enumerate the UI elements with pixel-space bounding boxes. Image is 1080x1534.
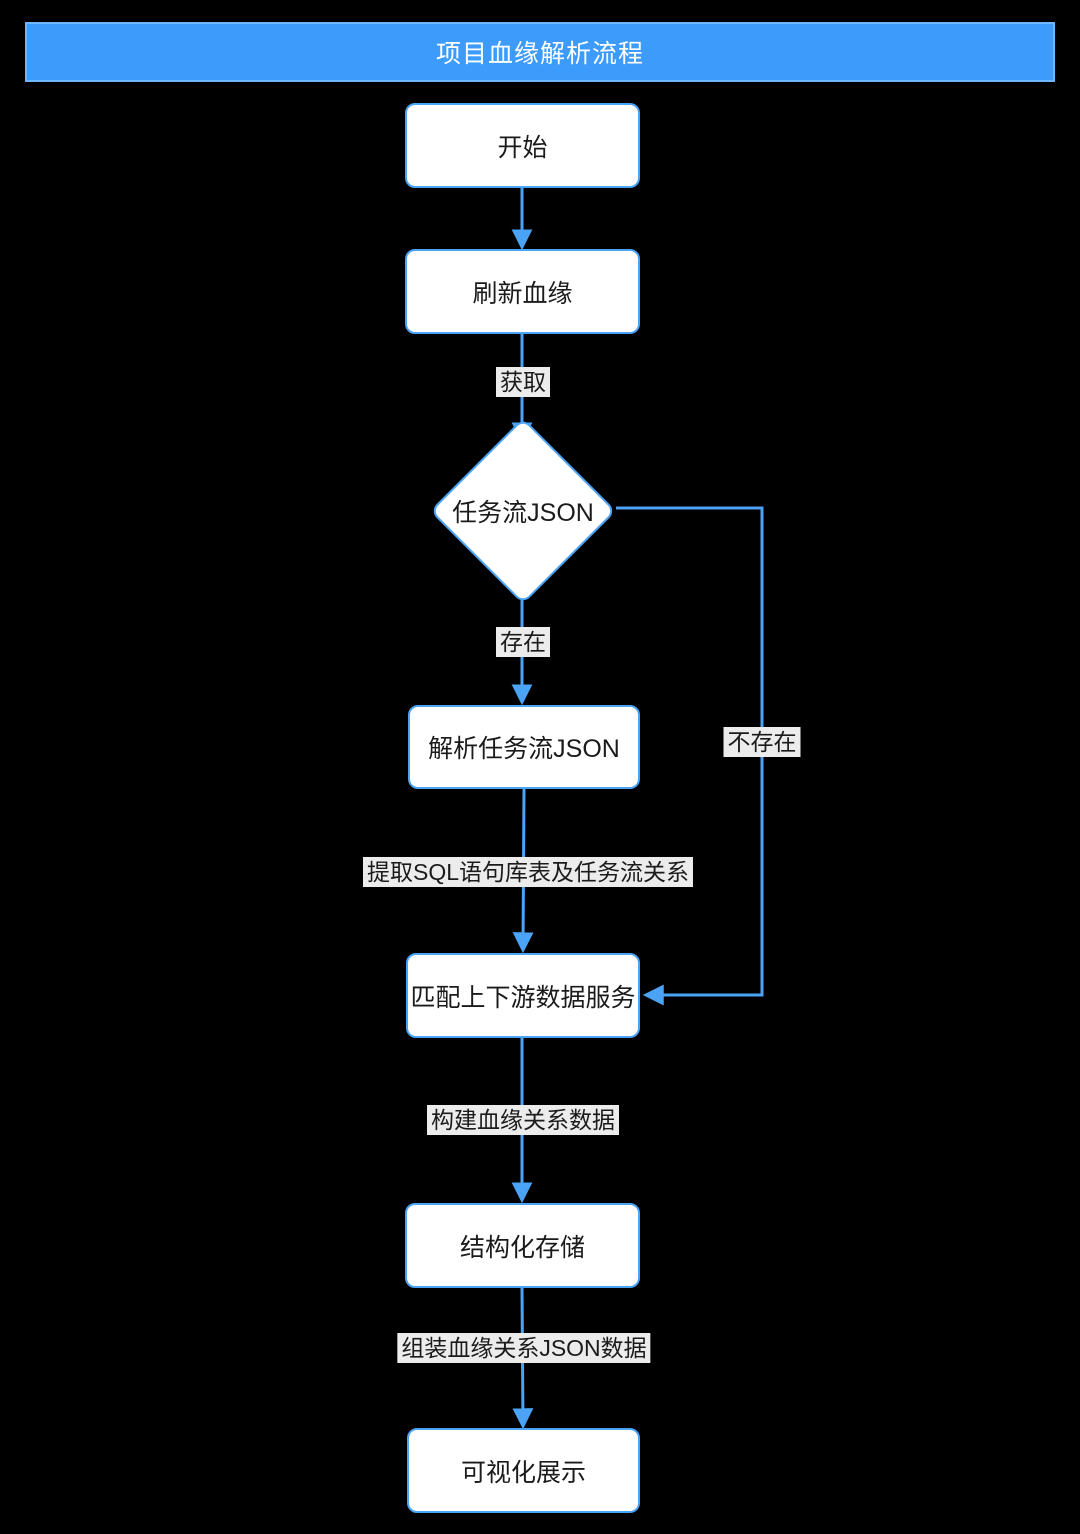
- edge-label-assemble-json: 组装血缘关系JSON数据: [397, 1333, 651, 1364]
- node-taskflow-json-decision[interactable]: 任务流JSON: [429, 417, 617, 604]
- node-parse-taskflow-json-label: 解析任务流JSON: [428, 735, 620, 763]
- edge-label-extract-sql: 提取SQL语句库表及任务流关系: [362, 857, 694, 888]
- node-refresh-lineage[interactable]: 刷新血缘: [405, 249, 640, 334]
- edge-label-not-exists: 不存在: [723, 727, 801, 758]
- diagram-title-bar: 项目血缘解析流程: [25, 22, 1055, 82]
- node-taskflow-json-label: 任务流JSON: [452, 498, 594, 527]
- node-match-data-services-label: 匹配上下游数据服务: [410, 983, 636, 1012]
- node-start-label: 开始: [497, 133, 548, 162]
- edge-label-build-lineage: 构建血缘关系数据: [427, 1105, 619, 1136]
- edge-label-get: 获取: [496, 367, 550, 398]
- node-structured-storage-label: 结构化存储: [459, 1233, 585, 1262]
- node-visualization-display[interactable]: 可视化展示: [407, 1428, 640, 1513]
- node-structured-storage[interactable]: 结构化存储: [405, 1203, 640, 1288]
- edge-label-exists: 存在: [496, 627, 550, 658]
- node-refresh-lineage-label: 刷新血缘: [472, 279, 573, 308]
- node-visualization-display-label: 可视化展示: [460, 1458, 586, 1487]
- node-match-data-services[interactable]: 匹配上下游数据服务: [406, 953, 640, 1038]
- page-title: 项目血缘解析流程: [435, 40, 644, 68]
- node-start[interactable]: 开始: [405, 103, 640, 188]
- node-parse-taskflow-json[interactable]: 解析任务流JSON: [408, 705, 640, 789]
